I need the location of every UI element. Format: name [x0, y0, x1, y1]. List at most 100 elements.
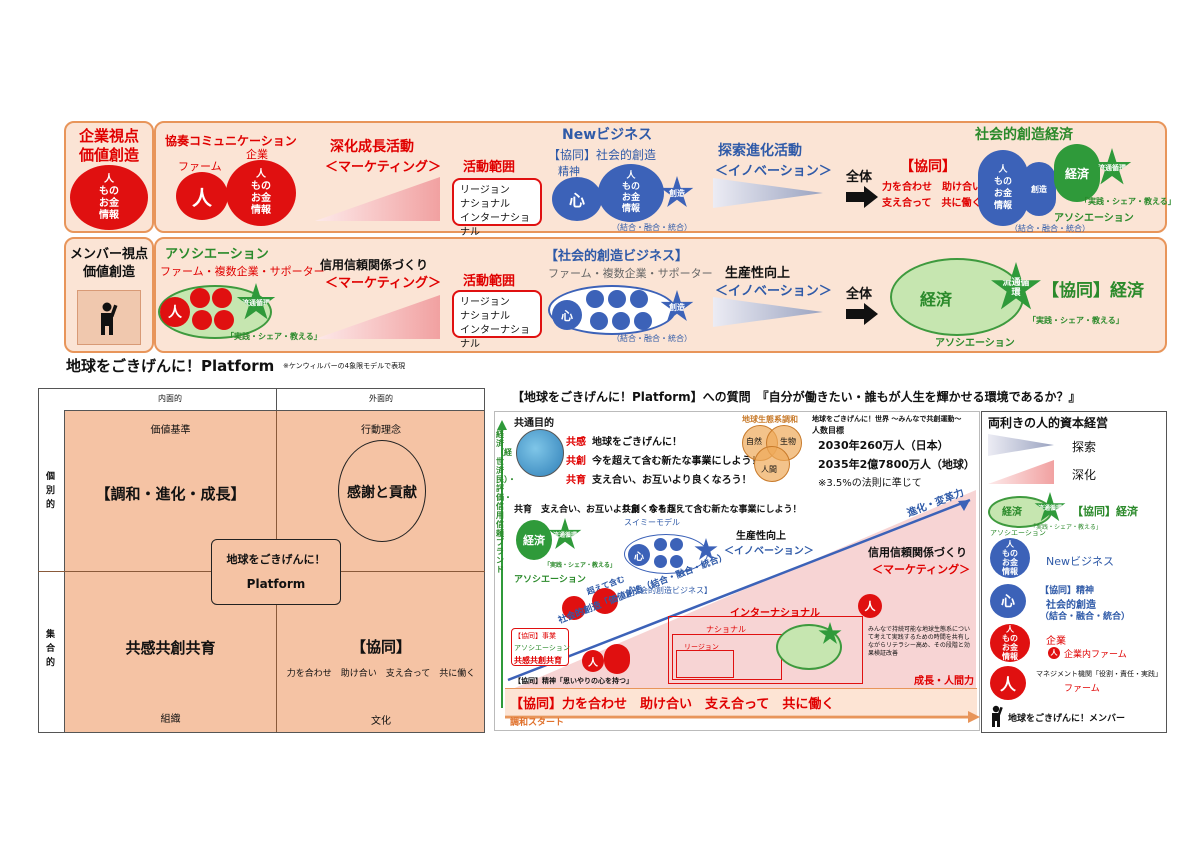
col-outer-label: 外面的: [369, 394, 393, 403]
chowa-arrow: [505, 711, 980, 723]
mid-social-biz: 【社会的創造ビジネス】: [624, 586, 712, 595]
legend-association: アソシエーション: [990, 529, 1046, 537]
mid-small-red-1: [562, 596, 586, 620]
kyoso-title: 協奏コミュニケーション: [165, 134, 297, 148]
venn-human: 人間: [761, 465, 777, 474]
member-ketsugo: （結合・融合・統合）: [612, 334, 692, 343]
mid-kokoro-circle: 心: [628, 544, 650, 566]
katsudo-label: 活動範囲: [463, 160, 516, 175]
legend-farm: ファーム: [1064, 684, 1100, 694]
legend-tansaku: 探索: [1072, 440, 1097, 454]
kigyo-label: 企業: [246, 148, 268, 161]
member-zentai-arrow: [846, 303, 878, 325]
member-association-title: アソシエーション: [165, 247, 269, 262]
legend-ketsugo: （結合・融合・統合）: [1040, 612, 1131, 622]
quad-header-divider: [276, 388, 277, 410]
corp-title-line1: 企業視点: [78, 127, 139, 145]
kigyo-resource-circle: 人 もの お金 情報: [226, 160, 296, 226]
member-keizai-label: 経済: [920, 290, 953, 309]
member-title-line1: メンバー視点: [69, 247, 148, 262]
member-range-box: リージョン ナショナル インターナショナル: [452, 290, 542, 350]
q3-text: 共感共創共育: [125, 639, 216, 657]
corp-resource-circle: 人 もの お金 情報: [70, 165, 148, 230]
kyoso2-text: 共創 今を超えて含む新たな事業にしよう！: [622, 505, 802, 515]
legend-farm-small: 人: [1048, 647, 1060, 659]
mid-minna-text: みんなで持続可能な地球生態系について考えて実践するための時間を共有しながらリテラ…: [868, 626, 971, 657]
world-title: 地球をごきげんに！世界 ～みんなで共創運動～: [812, 415, 962, 423]
person-raising-hand-icon: [101, 302, 118, 335]
quad-header-row: [64, 388, 485, 411]
legend-jissen: 「実践・シェア・教える」: [1030, 524, 1102, 531]
member-small-circle-3: [192, 310, 212, 330]
member-biz-circle-6: [634, 312, 652, 330]
association-label: アソシエーション: [1054, 213, 1134, 224]
q4-text: 【協同】: [350, 638, 411, 656]
platform-note: ※ケンウィルバーの4象限モデルで表現: [283, 362, 406, 370]
member-title-line2: 価値創造: [82, 265, 135, 280]
corp-title-line2: 価値創造: [78, 146, 139, 164]
shinka-marketing: ＜マーケティング＞: [325, 160, 441, 175]
pop-head: 人数目標: [812, 426, 844, 435]
mid-biz-c2: [670, 538, 683, 551]
kyoiku-label: 共育: [566, 475, 586, 486]
center-platform-line2: Platform: [246, 577, 306, 591]
legend-member-icon: [992, 705, 1003, 727]
shinka-title: 深化成長活動: [330, 139, 414, 155]
mid-biz-c4: [670, 555, 683, 568]
kyokan-text: 地球をごきげんに！: [592, 437, 682, 448]
mid-biz-c1: [654, 538, 667, 551]
legend-kigyo: 企業: [1046, 636, 1066, 647]
mid-shinrai: 信用信頼関係づくり: [868, 546, 967, 559]
mid-vertical-axis: [497, 420, 507, 708]
center-platform-box: [211, 539, 341, 605]
legend-keizai: 経済: [1002, 507, 1022, 518]
kyokan-label: 共感: [566, 437, 586, 448]
row-individual-label: 個別的: [46, 472, 56, 510]
chowa-start: 調和スタート: [510, 718, 565, 728]
member-kyodo-keizai: 【協同】経済: [1042, 281, 1144, 301]
venn-circle-human: [754, 446, 790, 482]
member-social-biz: 【社会的創造ビジネス】: [545, 249, 689, 264]
common-purpose: 共通目的: [514, 418, 554, 429]
member-person-circle: 人: [160, 297, 190, 327]
q4-foot: 文化: [371, 716, 391, 727]
col-inner-label: 内面的: [158, 394, 182, 403]
legend-shinka: 深化: [1072, 468, 1097, 482]
member-farm-line: ファーム・複数企業・サポーター: [160, 265, 325, 278]
kyoiku2-text: 共育 支え合い、お互いより良くなろう！: [514, 505, 685, 515]
region-label: リージョン: [684, 643, 719, 651]
seishin-label: 精神: [558, 165, 580, 178]
national-label: ナショナル: [706, 625, 746, 634]
kyodo-biz-box: [511, 628, 569, 666]
mid-bottom-person: 人: [582, 650, 604, 672]
swimmy-label: スイミーモデル: [624, 518, 680, 527]
newbiz-title: Newビジネス: [562, 127, 653, 143]
member-katsudo: 活動範囲: [463, 274, 516, 289]
kyoiku-text: 支え合い、お互いより良くなろう！: [592, 475, 752, 486]
legend-newbiz-circle: 人 もの お金 情報: [990, 538, 1030, 578]
q1-head: 価値基準: [150, 425, 191, 436]
q3-foot: 組織: [160, 714, 181, 725]
legend-kigyo-farm: 企業内ファーム: [1064, 650, 1127, 660]
member-icon-box: [77, 290, 141, 345]
newbiz-resource-circle: 人 もの お金 情報: [598, 164, 664, 222]
kyodo-biz-assoc: アソシエーション: [514, 644, 570, 652]
platform-question: 【地球をごきげんに！Platform】への質問 『自分が働きたい・誰もが人生を輝…: [512, 390, 1081, 404]
kyoso-label: 共創: [566, 456, 586, 467]
row-collective-label: 集合的: [46, 630, 56, 668]
member-small-circle-2: [212, 288, 232, 308]
q2-ellipse: [338, 440, 426, 542]
legend-manage: マネジメント機関「役割・責任・実践」: [1036, 670, 1162, 678]
social-econ-keizai-circle: 経済: [1054, 144, 1100, 202]
legend-title: 両利きの人的資本経営: [988, 416, 1109, 430]
venn-life: 生物: [780, 437, 796, 446]
mid-productivity: 生産性向上: [736, 531, 786, 542]
mid-bottom-res: [604, 644, 630, 674]
pop-target-1: 2030年260万人（日本）: [818, 439, 949, 452]
zentai-arrow: [846, 186, 878, 208]
member-biz-circle-3: [630, 290, 648, 308]
zentai-label: 全体: [846, 170, 873, 185]
jissen-label: 「実践・シェア・教える」: [1080, 197, 1176, 206]
kyokan-kyoiku: 共感共創共育: [514, 656, 562, 665]
q2-text: 感謝と貢献: [347, 485, 417, 501]
